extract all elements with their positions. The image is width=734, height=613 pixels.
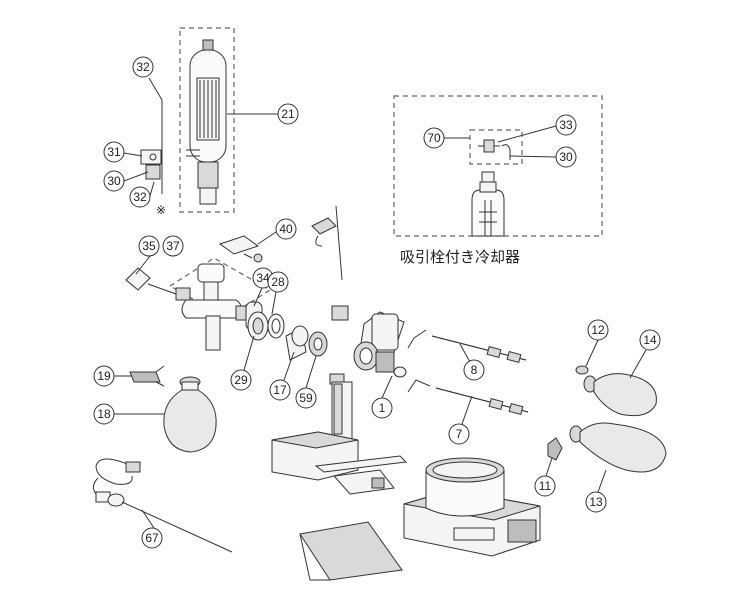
callout-number: 29 <box>234 373 248 387</box>
callout-number: 32 <box>136 60 150 74</box>
suction-valve-inner-box <box>469 129 523 165</box>
callout-33: 33 <box>555 114 577 136</box>
callout-number: 37 <box>166 239 180 253</box>
leader-lines <box>114 77 647 529</box>
callout-number: 40 <box>279 222 293 236</box>
callout-number: 34 <box>256 271 270 285</box>
callout-number: 32 <box>133 190 147 204</box>
condenser-group-box <box>179 27 235 213</box>
evaporation-flask-14 <box>583 373 657 417</box>
callout-number: 17 <box>273 383 287 397</box>
callout-number: 7 <box>456 427 463 441</box>
callout-number: 1 <box>379 401 386 415</box>
clamp-stand <box>311 205 343 281</box>
evaporation-flask-13 <box>569 422 667 473</box>
callout-number: 14 <box>643 333 657 347</box>
clip-part <box>218 235 263 263</box>
callout-number: 33 <box>559 118 573 132</box>
callout-37: 37 <box>162 235 184 257</box>
callout-number: 67 <box>145 531 159 545</box>
callout-19: 19 <box>93 365 115 387</box>
callout-18: 18 <box>93 403 115 425</box>
callout-40: 40 <box>275 218 297 240</box>
main-stand <box>271 373 408 495</box>
callout-17: 17 <box>269 379 291 401</box>
callout-number: 28 <box>271 275 285 289</box>
vapor-tubes <box>407 329 529 416</box>
callout-21: 21 <box>277 103 299 125</box>
callout-70: 70 <box>423 127 445 149</box>
heating-bath <box>403 457 541 557</box>
condenser-part <box>186 39 227 205</box>
callout-number: 21 <box>281 107 295 121</box>
callout-number: 13 <box>589 495 603 509</box>
flask-clamp-19 <box>129 365 165 387</box>
callout-13: 13 <box>585 491 607 513</box>
clip-11-part <box>547 437 563 461</box>
callout-1: 1 <box>371 397 393 419</box>
callout-number: 35 <box>142 239 156 253</box>
callout-number: 31 <box>107 145 121 159</box>
callout-number: 19 <box>97 369 111 383</box>
flask-clip-part <box>575 365 589 375</box>
seal-parts <box>247 311 285 341</box>
callout-14: 14 <box>639 329 661 351</box>
callout-59: 59 <box>295 387 317 409</box>
callout-67: 67 <box>141 527 163 549</box>
callout-number: 59 <box>299 391 313 405</box>
callout-number: 70 <box>427 131 441 145</box>
seal-holder-parts <box>285 305 349 361</box>
callout-11: 11 <box>534 475 556 497</box>
callout-number: 11 <box>539 479 552 493</box>
callout-28: 28 <box>267 271 289 293</box>
asterisk-mark: ※ <box>156 203 166 217</box>
suction-condenser-caption: 吸引栓付き冷却器 <box>400 248 520 266</box>
callout-29: 29 <box>230 369 252 391</box>
cover-plate <box>299 521 403 581</box>
callout-30-left: 30 <box>103 170 125 192</box>
callout-32-top: 32 <box>132 56 154 78</box>
callout-number: 30 <box>107 174 121 188</box>
callout-number: 18 <box>97 407 111 421</box>
receiving-flask <box>163 376 217 453</box>
temperature-sensor-67 <box>92 458 233 553</box>
vapor-duct-assembly <box>125 263 263 351</box>
suction-condenser-detail <box>471 139 511 237</box>
suction-valve-parts <box>140 100 163 194</box>
callout-number: 30 <box>559 150 573 164</box>
callout-number: 8 <box>471 363 478 377</box>
callout-32-bottom: 32 <box>129 186 151 208</box>
callout-31: 31 <box>103 141 125 163</box>
callout-35: 35 <box>138 235 160 257</box>
drive-unit <box>353 311 407 378</box>
callout-number: 12 <box>591 323 605 337</box>
callout-12: 12 <box>587 319 609 341</box>
callout-30-right: 30 <box>555 146 577 168</box>
callout-7: 7 <box>448 423 470 445</box>
callout-8: 8 <box>463 359 485 381</box>
